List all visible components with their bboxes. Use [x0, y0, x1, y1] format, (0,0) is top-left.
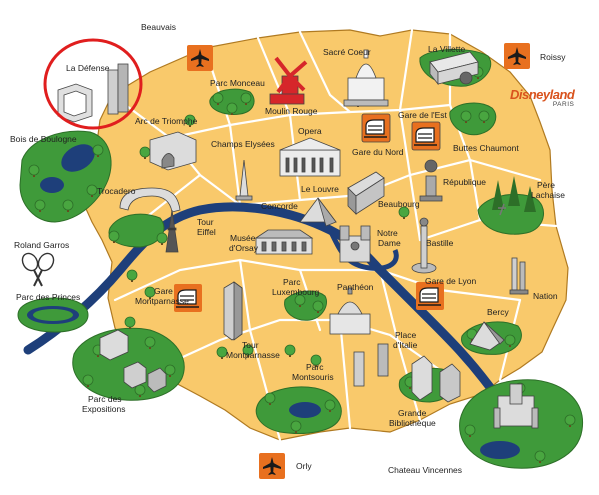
la-defense-highlight-circle [43, 38, 143, 130]
airplane-icon [504, 43, 530, 69]
musee-dorsay-icon [254, 229, 314, 255]
parc-des-expositions-park [72, 327, 185, 401]
chateau-vincennes-icon [493, 383, 539, 429]
label-gare-du-nord: Gare du Nord [352, 147, 404, 157]
label-notre-dame-1: Notre [377, 228, 398, 238]
label-pere-lachaise-1: Père [537, 180, 555, 190]
label-roland-garros: Roland Garros [14, 240, 70, 250]
disneyland-logo-subtext: PARIS [552, 101, 575, 108]
label-roissy: Roissy [540, 52, 566, 62]
train-icon [361, 113, 391, 143]
sacre-coeur-icon [343, 49, 389, 107]
train-icon [415, 281, 445, 311]
label-bastille: Bastille [426, 238, 454, 248]
train-icon [411, 121, 441, 151]
label-le-louvre: Le Louvre [301, 184, 339, 194]
label-orly: Orly [296, 461, 312, 471]
la-defense-arch-icon [57, 63, 129, 123]
label-pere-lachaise-2: Lachaise [531, 190, 566, 200]
label-beauvais: Beauvais [141, 22, 176, 32]
label-parc-des-expositions-2: Expositions [82, 404, 126, 414]
label-parc-luxembourg-2: Luxembourg [272, 287, 320, 297]
label-moulin-rouge: Moulin Rouge [265, 106, 318, 116]
label-parc-des-princes: Parc des Princes [16, 292, 81, 302]
label-republique: République [443, 177, 487, 187]
label-parc-monceau: Parc Monceau [210, 78, 265, 88]
label-pantheon: Panthéon [337, 282, 374, 292]
label-tour-montparnasse-1: Tour [242, 340, 259, 350]
beaubourg-icon [347, 171, 385, 215]
label-champs-elysees: Champs Elysées [211, 139, 275, 149]
airplane-icon [187, 45, 213, 71]
windmill-icon [269, 56, 308, 105]
label-la-villette: La Villette [428, 44, 466, 54]
grande-bibliotheque-icon [411, 355, 461, 403]
label-musee-dorsay-1: Musée [230, 233, 256, 243]
louvre-pyramid-icon [299, 197, 337, 227]
label-parc-luxembourg-1: Parc [283, 277, 301, 287]
bercy-icon [469, 321, 505, 351]
label-place-ditalie-2: d'Italie [393, 340, 418, 350]
tennis-rackets-icon [21, 252, 55, 287]
notre-dame-icon [339, 225, 371, 263]
obelisk-icon [235, 159, 253, 201]
la-villette-icon [429, 51, 479, 86]
pantheon-icon [329, 287, 371, 335]
label-sacre-coeur: Sacré Coeur [323, 47, 371, 57]
label-gare-de-lyon: Gare de Lyon [425, 276, 477, 286]
label-buttes-chaumont: Buttes Chaumont [453, 143, 519, 153]
label-tour-eiffel-2: Eiffel [197, 227, 216, 237]
label-beaubourg: Beaubourg [378, 199, 420, 209]
label-la-defense: La Défense [66, 63, 110, 73]
label-parc-montsouris-1: Parc [306, 362, 324, 372]
label-place-ditalie-1: Place [395, 330, 417, 340]
label-concorde: Concorde [261, 201, 298, 211]
river-loop [327, 228, 399, 271]
disneyland-logo: Disneyland PARIS [510, 87, 575, 110]
label-trocadero: Trocadero [97, 186, 136, 196]
label-grande-bibliotheque-2: Bibliothèque [389, 418, 436, 428]
label-notre-dame-2: Dame [378, 238, 401, 248]
label-gare-montparnasse-2: Montparnasse [135, 296, 189, 306]
parc-des-expositions-buildings [99, 329, 167, 393]
label-bois-de-boulogne: Bois de Boulogne [10, 134, 77, 144]
arc-de-triomphe-icon [149, 131, 197, 171]
republique-statue-icon [419, 159, 443, 202]
place-ditalie-icon [353, 343, 389, 387]
eiffel-tower-icon [165, 209, 179, 253]
label-parc-des-expositions-1: Parc des [88, 394, 122, 404]
tour-montparnasse-icon [223, 281, 243, 341]
label-chateau-vincennes: Chateau Vincennes [388, 465, 463, 475]
label-gare-montparnasse-1: Gare [154, 286, 173, 296]
airplane-icon [259, 453, 285, 479]
label-tour-eiffel-1: Tour [197, 217, 214, 227]
label-nation: Nation [533, 291, 558, 301]
label-bercy: Bercy [487, 307, 509, 317]
opera-icon [279, 137, 341, 177]
label-musee-dorsay-2: d'Orsay [229, 243, 259, 253]
disneyland-logo-text: Disneyland [510, 87, 575, 102]
label-tour-montparnasse-2: Montparnasse [226, 350, 280, 360]
label-parc-montsouris-2: Montsouris [292, 372, 334, 382]
label-gare-de-lest: Gare de l'Est [398, 110, 447, 120]
nation-columns-icon [509, 257, 529, 295]
label-opera: Opera [298, 126, 322, 136]
bastille-column-icon [411, 217, 437, 274]
label-arc-de-triomphe: Arc de Triomphe [135, 116, 198, 126]
label-grande-bibliotheque-1: Grande [398, 408, 427, 418]
landmarks [57, 49, 539, 429]
pere-lachaise-cypresses [492, 176, 536, 216]
